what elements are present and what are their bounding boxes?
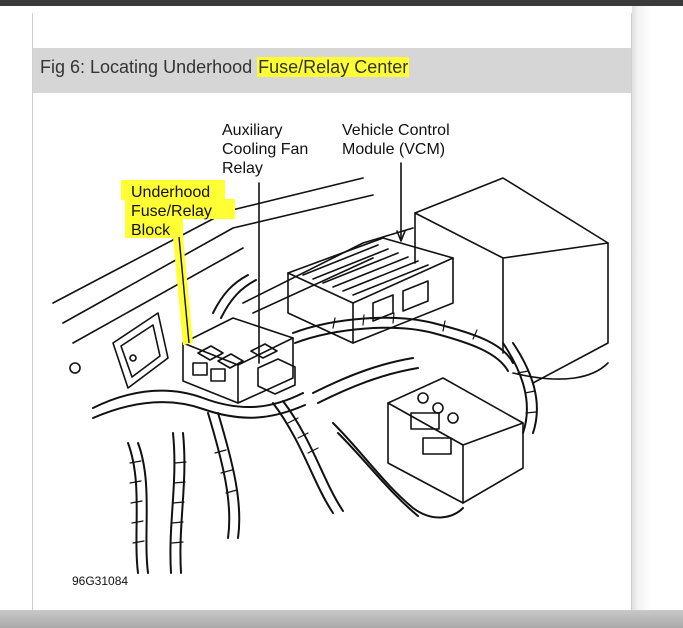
fender-line-2 (62, 194, 374, 324)
leader-fuse-block (178, 236, 190, 344)
fender-line-3 (72, 247, 244, 344)
fender-line-5 (252, 257, 374, 314)
label-vcm-line1: Vehicle Control (342, 122, 450, 139)
figure-title: Fig 6: Locating Underhood Fuse/Relay Cen… (40, 57, 410, 78)
fender-line-4 (242, 227, 414, 304)
page-side-shadow (632, 6, 683, 610)
left-bracket-inner (120, 324, 161, 378)
label-aux-relay-line1: Auxiliary (222, 122, 282, 139)
label-aux-relay-line2: Cooling Fan (222, 141, 308, 158)
label-fuse-block-line1: Underhood (131, 184, 210, 201)
leader-vcm-arrow (396, 230, 406, 242)
aux-relay-cube (257, 358, 296, 395)
label-fuse-block-line2: Fuse/Relay (131, 203, 212, 220)
label-fuse-block-line3: Block (131, 222, 171, 239)
window-top-bar (0, 0, 683, 6)
abs-unit (387, 377, 524, 504)
engine-bay-diagram: Underhood Fuse/Relay Block Auxiliary Coo… (52, 122, 609, 588)
figure-title-highlight: Fuse/Relay Center (257, 57, 410, 77)
figure-title-prefix: Fig 6: Locating Underhood (40, 57, 258, 77)
vcm-module (287, 237, 454, 344)
fuse-block-label-highlight (121, 180, 235, 345)
window-bottom-bar (0, 610, 683, 628)
figure-code: 96G31084 (72, 574, 128, 588)
left-bracket (112, 312, 169, 389)
wiring-harness (92, 274, 538, 574)
battery-box (414, 177, 609, 384)
label-vcm-line2: Module (VCM) (342, 141, 445, 158)
label-aux-relay-line3: Relay (222, 160, 263, 177)
figure-frame: Fig 6: Locating Underhood Fuse/Relay Cen… (32, 13, 632, 610)
harness-corrugation (129, 312, 537, 544)
